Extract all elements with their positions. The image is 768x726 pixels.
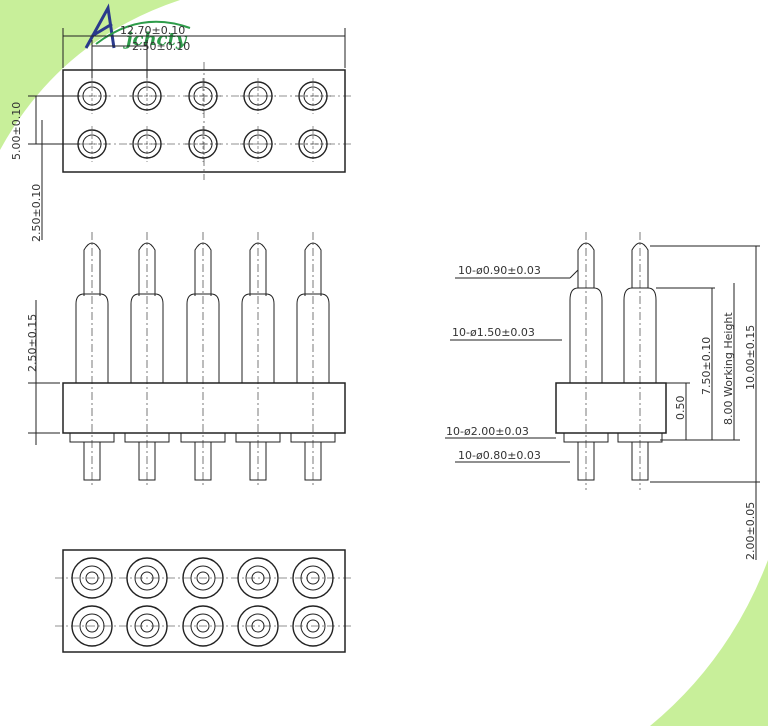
top-hole <box>129 126 165 162</box>
logo-mark-icon <box>84 3 116 49</box>
front-pin <box>180 232 226 488</box>
bottom-hole <box>292 557 334 599</box>
front-pin <box>124 232 170 488</box>
bottom-hole <box>71 557 113 599</box>
top-hole <box>129 78 165 114</box>
tip-diameter-label: 10-ø0.90±0.03 <box>458 264 541 277</box>
top-hole <box>295 78 331 114</box>
tail-diameter-label: 10-ø0.80±0.03 <box>458 449 541 462</box>
bottom-hole <box>182 605 224 647</box>
front-view-pins <box>69 232 336 488</box>
barrel-diameter-label: 10-ø1.50±0.03 <box>452 326 535 339</box>
bottom-hole <box>237 605 279 647</box>
bottom-hole <box>182 557 224 599</box>
corner-decoration-top-left <box>0 0 180 150</box>
corner-decoration-bottom-right <box>650 560 768 726</box>
tail-length-label: 2.00±0.05 <box>744 502 757 560</box>
front-pin <box>290 232 336 488</box>
bottom-hole <box>71 605 113 647</box>
top-hole <box>74 78 110 114</box>
flange-diameter-label: 10-ø2.00±0.03 <box>446 425 529 438</box>
top-hole <box>185 126 221 162</box>
bottom-hole <box>126 605 168 647</box>
top-view-holes <box>74 78 331 162</box>
top-hole <box>295 126 331 162</box>
logo-text: jchcty <box>123 29 188 50</box>
top-hole <box>185 78 221 114</box>
top-hole <box>74 126 110 162</box>
working-height-label: 8.00 Working Height <box>722 312 735 425</box>
front-pin <box>69 232 115 488</box>
top-hole <box>240 126 276 162</box>
bottom-view-holes <box>71 557 334 647</box>
bottom-hole <box>237 557 279 599</box>
side-view <box>445 232 760 560</box>
front-pin <box>235 232 281 488</box>
top-row-height-dim: 5.00±0.10 <box>10 102 23 160</box>
flange-thickness-label: 0.50 <box>674 396 687 421</box>
top-hole <box>240 78 276 114</box>
top-pitch-dim: 2.50±0.10 <box>132 40 190 53</box>
top-width-dim: 12.70±0.10 <box>120 24 185 37</box>
bottom-hole <box>126 557 168 599</box>
barrel-length-label: 7.50±0.10 <box>700 337 713 395</box>
total-height-label: 10.00±0.15 <box>744 325 757 390</box>
bottom-hole <box>292 605 334 647</box>
logo: jchcty <box>84 3 191 50</box>
front-height-dim: 2.50±0.15 <box>26 314 39 372</box>
top-edge-dim: 2.50±0.10 <box>30 184 43 242</box>
